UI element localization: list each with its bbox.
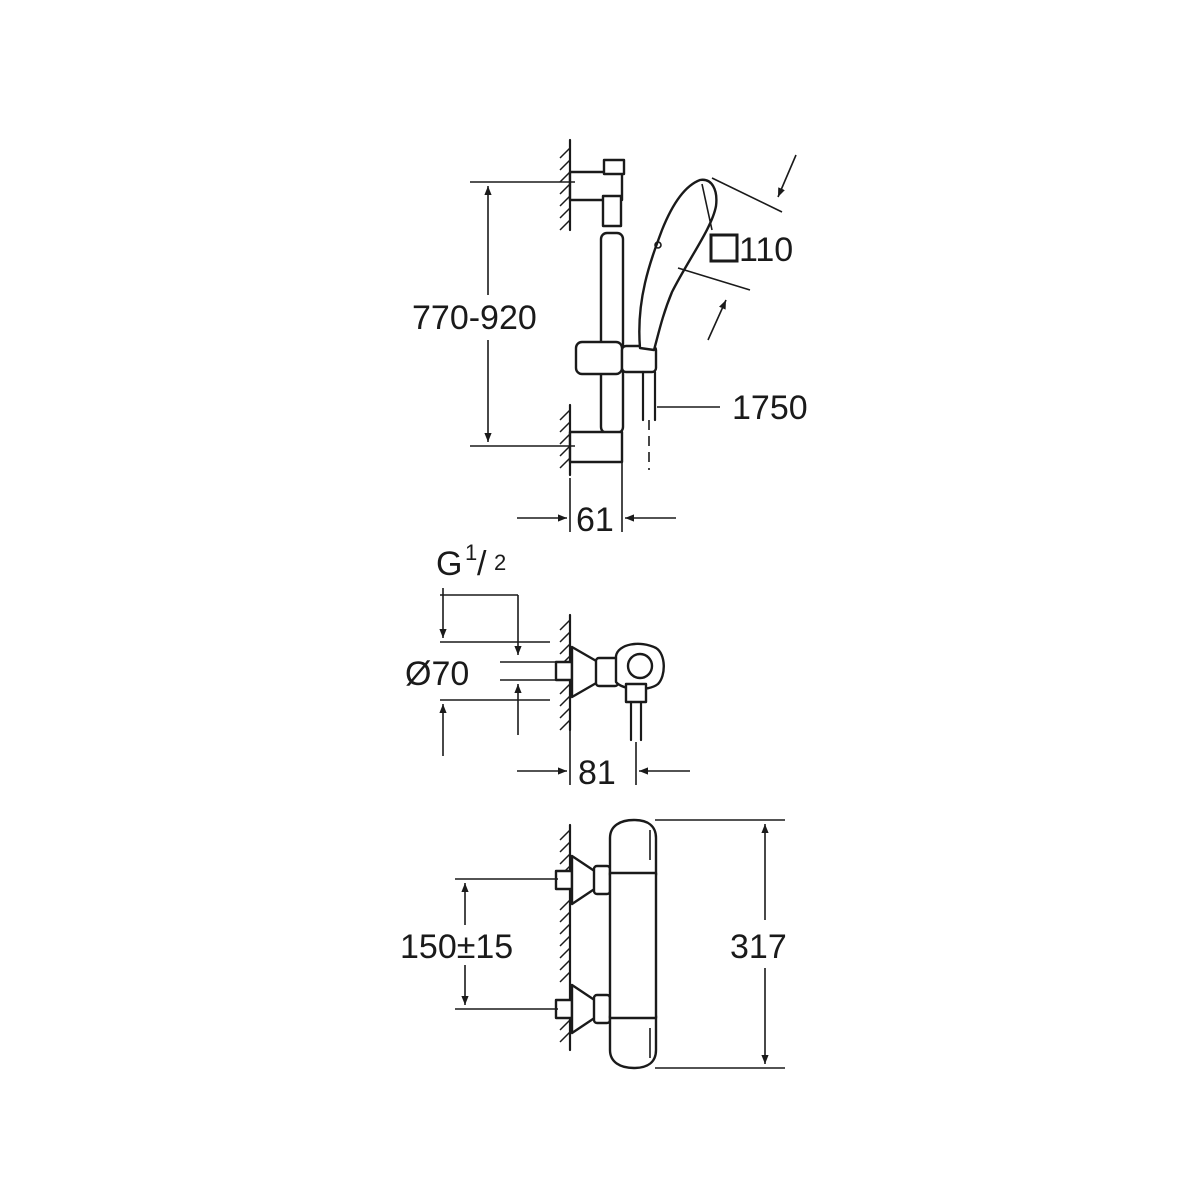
centre-distance-label: 150±15 — [400, 928, 513, 966]
side-view: G 1 / 2 Ø70 81 — [405, 540, 690, 792]
rosette-side — [570, 645, 600, 699]
shower-rail — [599, 231, 625, 435]
wall-offset-label: 61 — [576, 501, 614, 539]
thread-fraction-slash: / — [477, 545, 487, 583]
lower-s-union — [592, 993, 612, 1025]
lower-wall-connector — [554, 998, 574, 1020]
bottom-wall-bracket — [568, 430, 624, 464]
thread-numerator: 1 — [465, 540, 477, 565]
outlet-fitting — [626, 652, 654, 680]
square-size-symbol — [709, 233, 739, 263]
height-label: 317 — [730, 928, 787, 966]
dim-arrow-head-top — [777, 154, 797, 198]
upper-wall-connector — [554, 869, 574, 891]
upper-s-union — [592, 864, 612, 896]
rail-slider — [574, 340, 624, 376]
thread-letter-label: G — [436, 545, 462, 583]
wall-hatching-bottom — [559, 409, 571, 469]
wall-hatching-top — [559, 147, 571, 231]
wall-hatching-front — [559, 829, 571, 1043]
top-wall-bracket — [568, 170, 624, 202]
ext-line-head-top — [711, 177, 783, 213]
depth-label: 81 — [578, 754, 616, 792]
hand-shower-face — [701, 183, 713, 231]
thread-denominator: 2 — [494, 550, 506, 575]
dim-arrow-head-bottom — [707, 299, 727, 341]
upper-rosette — [570, 854, 598, 906]
rail-top-segment — [601, 194, 623, 228]
handshower-size-label: 110 — [739, 231, 793, 269]
ext-line-head-bottom — [677, 267, 751, 291]
rosette-diameter-label: Ø70 — [405, 655, 469, 693]
hand-shower-button — [654, 241, 662, 249]
wall-connector — [554, 660, 574, 682]
hose-length-label: 1750 — [732, 389, 808, 427]
wall-hatching-side — [559, 619, 571, 731]
shower-set-view: 770-920 110 1750 61 — [412, 138, 808, 539]
thermostat-body — [608, 871, 658, 1020]
lower-rosette — [570, 983, 598, 1035]
thermostat-top-handle — [608, 818, 658, 877]
s-union-side — [594, 656, 620, 688]
thermostat-bottom-handle — [608, 1014, 658, 1070]
hand-shower — [638, 178, 718, 352]
top-bracket-cap — [602, 158, 626, 176]
hose-nut — [624, 682, 648, 704]
rail-spacing-label: 770-920 — [412, 299, 537, 337]
front-view: 150±15 317 — [400, 818, 787, 1070]
